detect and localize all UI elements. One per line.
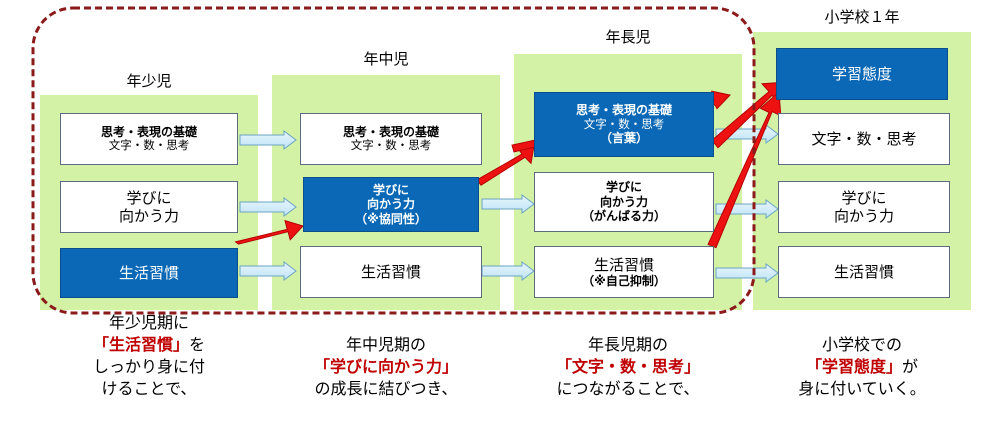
nensho-seikatsu-box: 生活習慣: [60, 248, 238, 298]
caption-nenchu-line1: 年中児期の: [345, 335, 426, 354]
caption-nencho: 年長児期の 「文字・数・思考」 につながることで、: [514, 334, 742, 400]
shogakko-gakushu-label: 学習態度: [831, 65, 892, 83]
nencho-seikatsu-line2: （※自己抑制）: [582, 273, 666, 288]
caption-nencho-highlight: 「文字・数・思考」: [555, 357, 700, 376]
shogakko-moji-label: 文字・数・思考: [811, 130, 917, 148]
nencho-manabi-box: 学びに 向かう力 （がんばる力）: [534, 172, 714, 232]
caption-shogakko-suffix: が: [902, 357, 919, 376]
nenchu-seikatsu-box: 生活習慣: [300, 246, 482, 298]
column-title-nensho: 年少児: [126, 72, 172, 90]
caption-shogakko: 小学校での 「学習態度」が 身に付いていく。: [753, 334, 971, 400]
caption-shogakko-highlight: 「学習態度」: [805, 357, 902, 376]
light-arrow-r2-c1: [239, 197, 297, 217]
nensho-manabi-line1: 学びに: [126, 189, 172, 207]
caption-nensho-highlight: 「生活習慣」: [92, 335, 189, 354]
nensho-shiko-line1: 思考・表現の基礎: [100, 124, 197, 139]
nencho-shiko-line1: 思考・表現の基礎: [575, 103, 672, 118]
column-title-nencho: 年長児: [605, 28, 651, 46]
caption-nensho-suffix: を: [189, 335, 206, 354]
shogakko-seikatsu-label: 生活習慣: [833, 263, 894, 281]
nensho-shiko-line2: 文字・数・思考: [108, 138, 190, 153]
column-title-shogakko: 小学校１年: [824, 8, 900, 26]
red-arrow-nenchu-to-nencho-a: [476, 144, 535, 186]
nencho-seikatsu-line1: 生活習慣: [593, 255, 654, 274]
nenchu-shiko-line2: 文字・数・思考: [350, 138, 432, 153]
shogakko-seikatsu-box: 生活習慣: [778, 246, 950, 298]
caption-nenchu-highlight: 「学びに向かう力」: [313, 357, 458, 376]
red-arrow-nencho-to-gakushu-b: [707, 90, 782, 249]
red-arrow-nensho-to-nenchu: [234, 219, 304, 245]
nencho-shiko-line2: 文字・数・思考: [583, 116, 665, 131]
nensho-manabi-line2: 向かう力: [118, 207, 179, 225]
nensho-shiko-box: 思考・表現の基礎 文字・数・思考: [60, 113, 238, 165]
caption-nenchu: 年中児期の 「学びに向かう力」 の成長に結びつき、: [272, 334, 500, 400]
caption-nensho-line1: 年少児期に: [108, 313, 189, 332]
shogakko-gakushu-box: 学習態度: [776, 48, 948, 100]
column-title-nenchu: 年中児: [363, 50, 409, 68]
light-arrow-r1-c1: [239, 130, 297, 150]
nenchu-manabi-box: 学びに 向かう力 （※協同性）: [303, 177, 479, 232]
caption-nensho: 年少児期に 「生活習慣」を しっかり身に付 けることで、: [40, 312, 258, 400]
caption-nensho-line3: しっかり身に付: [92, 357, 205, 376]
nenchu-manabi-line2: 向かう力: [366, 197, 415, 212]
nencho-seikatsu-box: 生活習慣 （※自己抑制）: [534, 246, 714, 298]
light-arrow-r3-c3: [715, 263, 779, 283]
caption-nencho-line1: 年長児期の: [587, 335, 668, 354]
light-arrow-r3-c1: [239, 261, 297, 281]
caption-nensho-line4: けることで、: [101, 379, 197, 398]
shogakko-moji-box: 文字・数・思考: [778, 113, 950, 165]
nenchu-seikatsu-label: 生活習慣: [360, 263, 421, 281]
nensho-manabi-box: 学びに 向かう力: [60, 181, 238, 233]
nenchu-shiko-box: 思考・表現の基礎 文字・数・思考: [300, 113, 482, 165]
caption-shogakko-line3: 身に付いていく。: [798, 379, 926, 398]
nenchu-manabi-line3: （※協同性）: [355, 211, 427, 226]
nenchu-shiko-line1: 思考・表現の基礎: [342, 124, 439, 139]
nencho-manabi-line3: （がんばる力）: [581, 209, 666, 224]
caption-nensho-line2: 「生活習慣」を: [40, 334, 258, 356]
nencho-manabi-line2: 向かう力: [599, 194, 648, 209]
nencho-manabi-line1: 学びに: [605, 180, 642, 195]
shogakko-manabi-box: 学びに 向かう力: [778, 181, 950, 233]
shogakko-manabi-line1: 学びに: [841, 189, 887, 207]
caption-shogakko-line2: 「学習態度」が: [753, 356, 971, 378]
nenchu-manabi-line1: 学びに: [372, 182, 409, 197]
caption-nencho-line3: につながることで、: [556, 379, 700, 398]
nencho-shiko-box: 思考・表現の基礎 文字・数・思考 （言葉）: [534, 92, 714, 157]
nensho-seikatsu-label: 生活習慣: [118, 264, 179, 282]
light-arrow-r3-c2: [481, 261, 535, 281]
nencho-shiko-line3: （言葉）: [599, 131, 648, 146]
caption-nenchu-line3: の成長に結びつき、: [314, 379, 458, 398]
light-arrow-r2-c2: [481, 194, 535, 214]
caption-shogakko-line1: 小学校での: [821, 335, 902, 354]
shogakko-manabi-line2: 向かう力: [833, 207, 894, 225]
